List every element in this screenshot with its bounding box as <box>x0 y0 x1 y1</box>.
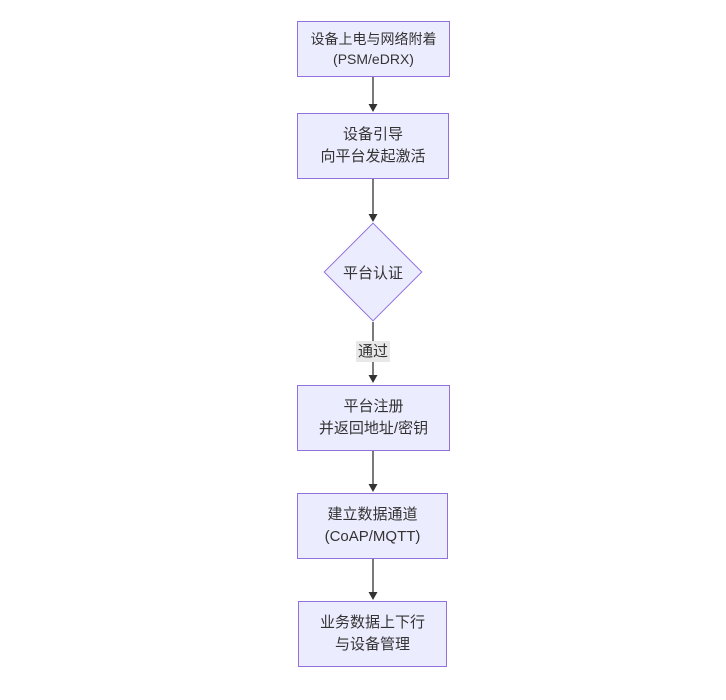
edge-register-to-channel <box>368 451 378 492</box>
edge-channel-to-business <box>368 559 378 600</box>
node-label-line: 平台认证 <box>342 264 403 282</box>
flow-node-platform-register: 平台注册 并返回地址/密钥 <box>297 385 450 451</box>
node-label-line: 业务数据上下行 <box>319 614 425 631</box>
node-label-line: (CoAP/MQTT) <box>324 528 421 545</box>
flow-node-platform-auth: 平台认证 <box>323 237 423 307</box>
node-label-line: 并返回地址/密钥 <box>318 420 429 437</box>
node-label-line: 平台注册 <box>343 398 404 415</box>
flow-node-power-attach: 设备上电与网络附着 (PSM/eDRX) <box>297 21 450 77</box>
edge-power-to-bootstrap <box>368 77 378 112</box>
edge-bootstrap-to-auth <box>368 179 378 222</box>
node-label-line: (PSM/eDRX) <box>333 51 414 67</box>
node-label-line: 设备引导 <box>342 126 403 143</box>
node-label-line: 向平台发起激活 <box>320 148 426 165</box>
edge-label-pass: 通过 <box>355 341 391 362</box>
node-label-line: 建立数据通道 <box>327 506 418 523</box>
flow-node-bootstrap: 设备引导 向平台发起激活 <box>297 113 449 179</box>
node-label-line: 设备上电与网络附着 <box>310 31 437 47</box>
node-label-line: 与设备管理 <box>334 636 410 653</box>
flow-node-business-data: 业务数据上下行 与设备管理 <box>298 601 447 667</box>
flow-node-data-channel: 建立数据通道 (CoAP/MQTT) <box>297 493 448 559</box>
